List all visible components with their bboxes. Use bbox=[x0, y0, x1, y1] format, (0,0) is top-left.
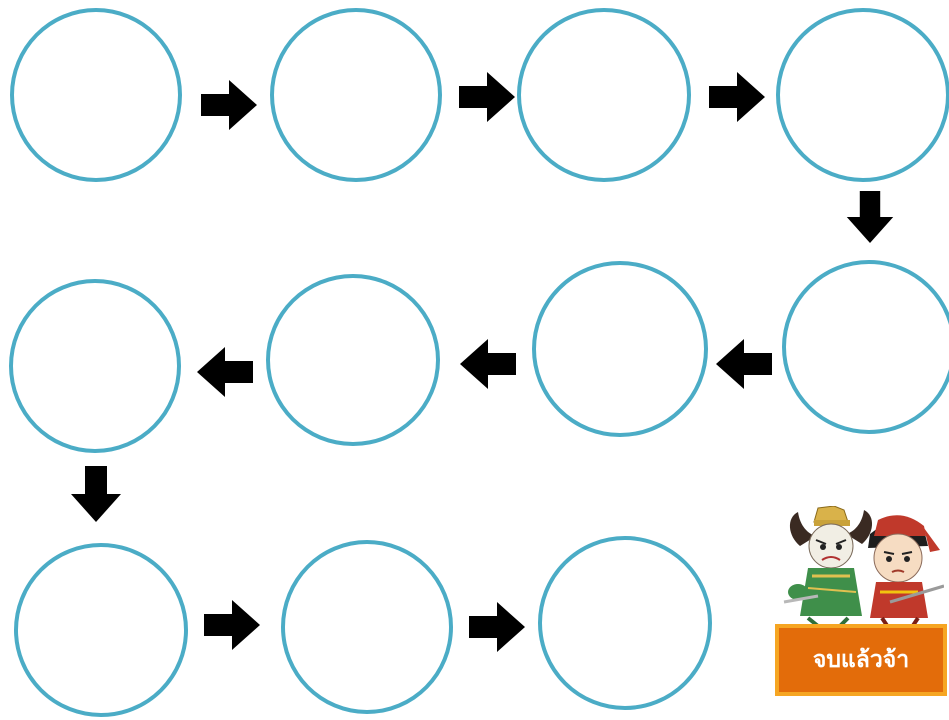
arrow-right-icon bbox=[204, 600, 260, 650]
end-button[interactable]: จบแล้วจ้า bbox=[775, 624, 947, 696]
arrow-right-icon bbox=[709, 72, 765, 122]
flow-node-3 bbox=[517, 8, 691, 182]
arrow-left-icon bbox=[716, 339, 772, 389]
flow-node-6 bbox=[532, 261, 708, 437]
flow-node-11 bbox=[538, 536, 712, 710]
flow-node-9 bbox=[14, 543, 188, 717]
khon-characters-illustration-icon bbox=[778, 506, 944, 628]
flow-node-4 bbox=[776, 8, 949, 182]
flow-node-10 bbox=[281, 540, 453, 714]
arrow-right-icon bbox=[201, 80, 257, 130]
flow-node-7 bbox=[266, 274, 440, 446]
arrow-right-icon bbox=[459, 72, 515, 122]
arrow-left-icon bbox=[197, 347, 253, 397]
flow-node-5 bbox=[782, 260, 949, 434]
flow-node-8 bbox=[9, 279, 181, 453]
flow-node-1 bbox=[10, 8, 182, 182]
flow-node-2 bbox=[270, 8, 442, 182]
arrow-right-icon bbox=[469, 602, 525, 652]
arrow-down-icon bbox=[844, 191, 896, 243]
arrow-left-icon bbox=[460, 339, 516, 389]
arrow-down-icon bbox=[70, 466, 122, 522]
